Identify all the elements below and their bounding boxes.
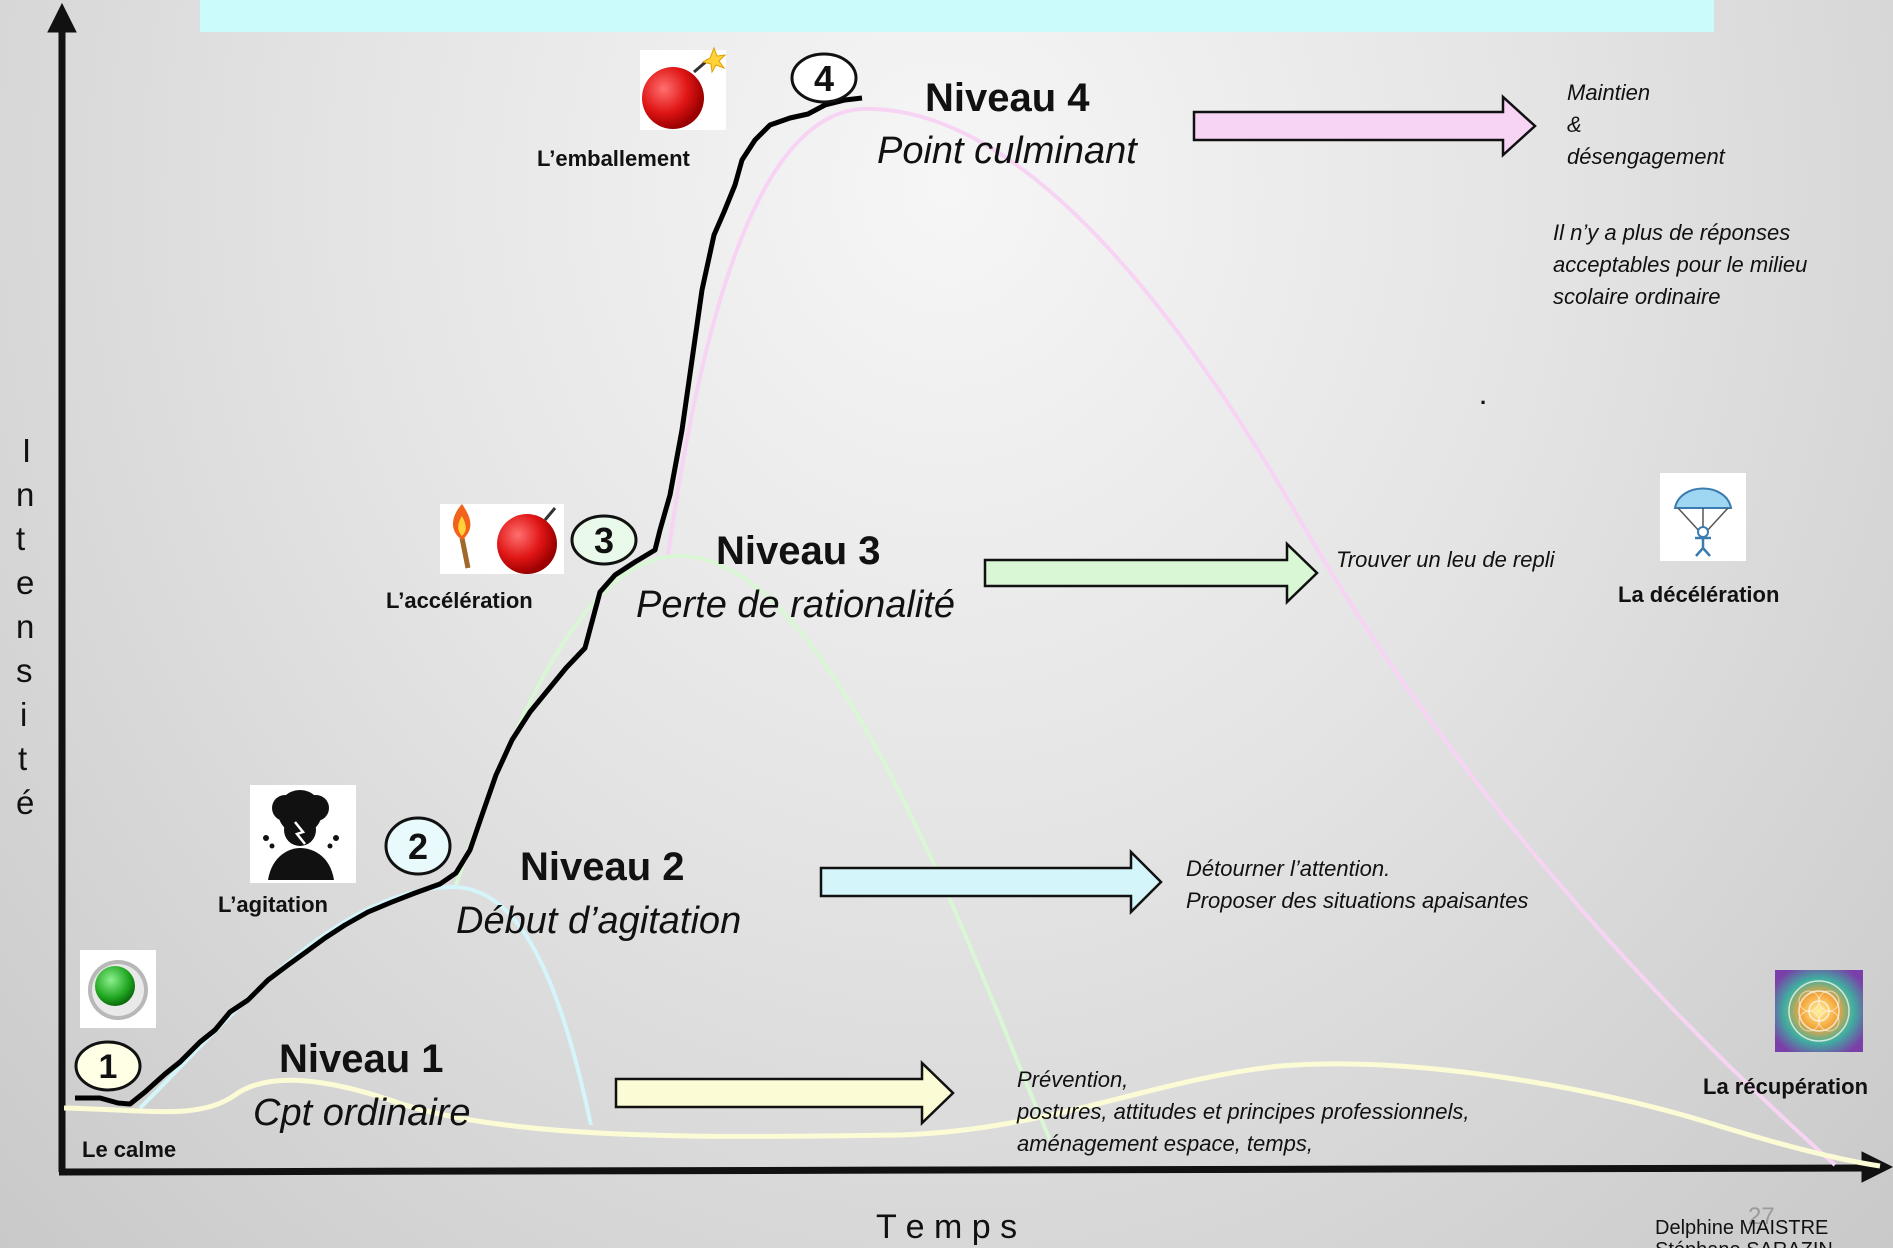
phase-label-calme: Le calme: [82, 1137, 176, 1162]
level-4-note: Il n’y a plus de réponses acceptables po…: [1553, 220, 1807, 309]
level-2-strategy: Détourner l’attention. Proposer des situ…: [1186, 856, 1528, 913]
level-2-subtitle: Début d’agitation: [456, 900, 741, 942]
strategy-line: Maintien: [1567, 80, 1650, 105]
y-axis-letter: n: [16, 608, 34, 645]
phase-number: 2: [408, 826, 428, 867]
y-axis-letter: I: [22, 432, 31, 469]
phase-label-recuperation: La récupération: [1703, 1074, 1868, 1099]
level-1-subtitle: Cpt ordinaire: [253, 1092, 471, 1134]
strategy-line: Détourner l’attention.: [1186, 856, 1390, 881]
author-1: Delphine MAISTRE: [1655, 1217, 1828, 1239]
strategy-line: désengagement: [1567, 144, 1726, 169]
level-2-title: Niveau 2: [520, 845, 685, 889]
mandala-icon: [1775, 970, 1863, 1052]
level-1-strategy: Prévention, postures, attitudes et princ…: [1016, 1067, 1469, 1156]
level-3-title: Niveau 3: [716, 529, 881, 573]
strategy-line: Proposer des situations apaisantes: [1186, 888, 1528, 913]
y-axis-letter: n: [16, 476, 34, 513]
note-line: scolaire ordinaire: [1553, 284, 1721, 309]
level-4-subtitle: Point culminant: [877, 130, 1138, 172]
x-axis-line: [58, 1164, 1869, 1176]
match-and-bomb-icon: [440, 504, 564, 574]
level-1-curve: [63, 1061, 1881, 1169]
level-1-arrow: [614, 1060, 955, 1126]
author-2: Stéphane SARAZIN: [1655, 1239, 1833, 1248]
phase-label-acceleration: L’accélération: [386, 588, 533, 613]
level-3-arrow: [983, 541, 1319, 605]
phase-number: 3: [594, 520, 614, 561]
level-3-subtitle: Perte de rationalité: [636, 584, 955, 626]
phase-badge-1: 1: [74, 1040, 142, 1092]
phase-label-agitation: L’agitation: [218, 892, 328, 917]
x-axis-label: T e m p s: [876, 1208, 1017, 1246]
phase-number: 4: [814, 58, 834, 99]
level-2-arrow: [819, 848, 1163, 916]
level-4-arrow: [1192, 94, 1537, 158]
strategy-line: &: [1567, 112, 1582, 137]
escalation-line: [75, 95, 863, 1107]
bomb-icon: [640, 46, 727, 130]
note-line: acceptables pour le milieu: [1553, 252, 1807, 277]
y-axis-label: I n t e n s i t é: [16, 432, 34, 821]
phase-number: 1: [99, 1048, 118, 1086]
strategy-line: aménagement espace, temps,: [1017, 1131, 1313, 1156]
note-line: Il n’y a plus de réponses: [1553, 220, 1790, 245]
y-axis-arrowhead: [47, 2, 77, 33]
page-number: 27: [1748, 1203, 1775, 1230]
phase-badge-2: 2: [384, 816, 452, 876]
y-axis-letter: e: [16, 564, 34, 601]
phase-badge-4: 4: [790, 52, 858, 104]
phase-badge-3: 3: [570, 514, 638, 566]
stray-dot: .: [1480, 384, 1486, 409]
level-3-curve: [453, 553, 1052, 1141]
stressed-person-icon: [250, 785, 356, 883]
y-axis-letter: i: [20, 696, 27, 733]
start-button-icon: [80, 950, 156, 1028]
strategy-line: Prévention,: [1017, 1067, 1128, 1092]
y-axis-letter: t: [16, 520, 25, 557]
level-1-title: Niveau 1: [279, 1037, 444, 1081]
strategy-line: postures, attitudes et principes profess…: [1016, 1099, 1469, 1124]
level-4-title: Niveau 4: [925, 76, 1090, 120]
axes: [47, 2, 1893, 1183]
phase-label-emballement: L’emballement: [537, 146, 691, 171]
phase-label-deceleration: La décélération: [1618, 582, 1779, 607]
y-axis-letter: é: [16, 784, 34, 821]
top-banner: [200, 0, 1714, 32]
y-axis-letter: s: [16, 652, 33, 689]
level-3-strategy: Trouver un leu de repli: [1336, 547, 1556, 572]
level-4-curve: [666, 106, 1837, 1167]
parachute-person-icon: [1660, 473, 1746, 561]
y-axis-letter: t: [18, 740, 27, 777]
level-4-strategy: Maintien & désengagement: [1567, 80, 1726, 169]
